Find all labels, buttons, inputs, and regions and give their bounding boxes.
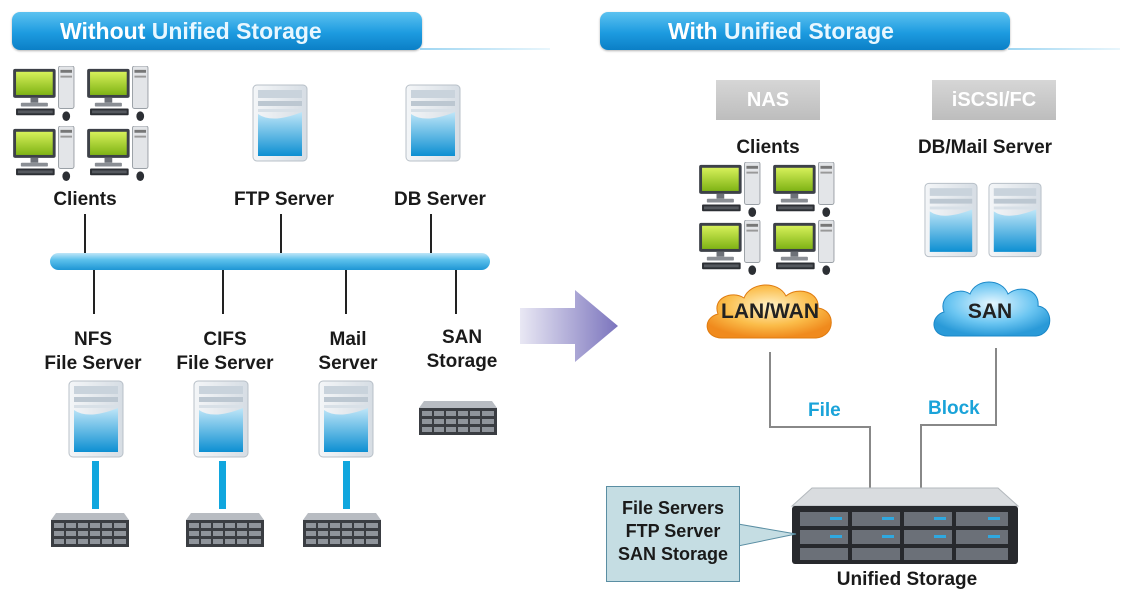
db-server-icon [405, 84, 461, 162]
file-label: File [808, 400, 841, 421]
connector-clients [84, 214, 86, 254]
connector-san [455, 270, 457, 314]
computer-icon [698, 162, 764, 218]
unified-storage-callout: File Servers FTP Server SAN Storage [606, 486, 740, 582]
label-nfs-line1: NFS [74, 329, 112, 350]
label-ftp-server: FTP Server [234, 189, 334, 210]
label-cifs-line1: CIFS [203, 329, 247, 350]
connector-ftp [280, 214, 282, 254]
label-cifs-file-server: CIFS File Server [155, 328, 295, 376]
cifs-server-icon [193, 380, 249, 458]
block-path-horizontal [920, 424, 997, 426]
mail-storage-icon [302, 512, 382, 548]
label-clients-right: Clients [736, 137, 800, 158]
ftp-server-icon [252, 84, 308, 162]
left-banner-part1: Without [60, 18, 152, 44]
computer-icon [698, 220, 764, 276]
link-nfs-storage [92, 461, 99, 509]
nfs-server-icon [68, 380, 124, 458]
label-mail-server: Mail Server [278, 328, 418, 376]
clients-group-left [12, 66, 162, 184]
link-cifs-storage [219, 461, 226, 509]
link-mail-storage [343, 461, 350, 509]
callout-line-2: FTP Server [625, 521, 721, 541]
label-mail-line1: Mail [329, 329, 367, 350]
block-path-vertical-1 [995, 348, 997, 426]
computer-icon [772, 162, 838, 218]
callout-line-1: File Servers [621, 498, 725, 518]
right-banner-part1: With [668, 18, 724, 44]
network-bus [50, 253, 490, 270]
lan-wan-cloud-icon [706, 284, 832, 339]
computer-icon [12, 66, 78, 122]
mail-server-icon-right-2 [988, 182, 1042, 258]
mail-server-icon [318, 380, 374, 458]
block-path-vertical-2 [920, 424, 922, 488]
iscsi-fc-tag: iSCSI/FC [932, 80, 1056, 120]
callout-pointer [738, 523, 797, 547]
computer-icon [86, 66, 152, 122]
computer-icon [772, 220, 838, 276]
file-path-vertical-2 [869, 426, 871, 488]
label-cifs-line2: File Server [176, 353, 274, 374]
connector-db [430, 214, 432, 254]
right-banner-part2: Unified Storage [724, 18, 894, 44]
right-banner-underline [1008, 48, 1120, 50]
cifs-storage-icon [185, 512, 265, 548]
label-san-line2: Storage [426, 351, 498, 372]
callout-line-3: SAN Storage [617, 544, 729, 564]
connector-cifs [222, 270, 224, 314]
label-nfs-file-server: NFS File Server [23, 328, 163, 376]
arrow-right-icon [520, 290, 618, 362]
file-path-horizontal [769, 426, 871, 428]
db-server-icon-right-1 [924, 182, 978, 258]
label-mail-line2: Server [318, 353, 378, 374]
unified-storage-icon [790, 487, 1020, 564]
label-db-mail-server: DB/Mail Server [917, 137, 1053, 158]
san-storage-icon [418, 400, 498, 436]
connector-mail [345, 270, 347, 314]
clients-group-right [698, 162, 848, 280]
left-banner-part2: Unified Storage [151, 18, 322, 44]
right-banner: With Unified Storage [600, 12, 1010, 50]
block-label: Block [928, 398, 980, 419]
label-san-line1: SAN [441, 327, 483, 348]
san-cloud-icon [933, 281, 1051, 337]
label-nfs-line2: File Server [44, 353, 142, 374]
label-unified-storage: Unified Storage [836, 569, 978, 590]
label-db-server: DB Server [394, 189, 486, 210]
nfs-storage-icon [50, 512, 130, 548]
computer-icon [86, 126, 152, 182]
san-label: SAN [967, 300, 1013, 323]
computer-icon [12, 126, 78, 182]
file-path-vertical-1 [769, 352, 771, 428]
connector-nfs [93, 270, 95, 314]
lan-wan-label: LAN/WAN [721, 300, 819, 323]
left-banner-underline [420, 48, 550, 50]
label-clients-left: Clients [53, 189, 117, 210]
nas-tag: NAS [716, 80, 820, 120]
label-san-storage: SAN Storage [392, 326, 532, 374]
left-banner: Without Unified Storage [12, 12, 422, 50]
